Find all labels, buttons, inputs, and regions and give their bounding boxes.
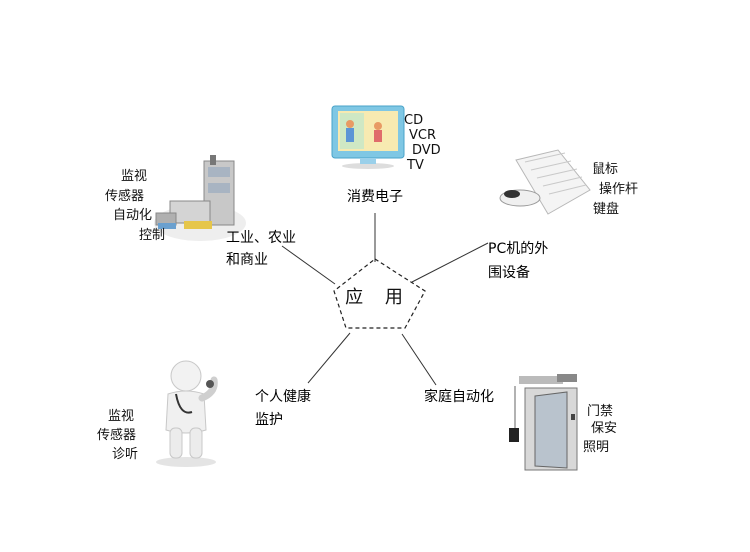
industry-item-automation: 自动化 — [113, 208, 153, 223]
pc-item-mouse: 鼠标 — [592, 162, 619, 177]
line-pc — [411, 242, 489, 283]
pc-item-joystick: 操作杆 — [599, 182, 639, 197]
home-item-access: 门禁 — [587, 404, 614, 419]
health-title-line1: 个人健康 — [255, 389, 311, 405]
industry-item-monitor: 监视 — [121, 169, 148, 184]
consumer-item-vcr: VCR — [409, 128, 437, 143]
line-industry — [281, 245, 336, 285]
consumer-item-cd: CD — [404, 113, 424, 128]
pc-item-keyboard: 键盘 — [593, 202, 620, 217]
industry-title-line2: 和商业 — [226, 252, 268, 268]
factory-image — [150, 155, 246, 245]
center-pentagon — [333, 258, 426, 329]
consumer-item-dvd: DVD — [412, 143, 441, 158]
industry-title-line1: 工业、农业 — [226, 230, 296, 246]
home-item-security: 保安 — [591, 421, 618, 436]
doctor-figure-image — [146, 356, 226, 468]
industry-item-control: 控制 — [139, 228, 166, 243]
industry-item-sensor: 传感器 — [105, 189, 145, 204]
line-health — [307, 332, 351, 384]
home-title: 家庭自动化 — [424, 389, 494, 405]
center-label: 应 用 — [345, 287, 411, 308]
consumer-title: 消费电子 — [347, 189, 403, 205]
consumer-item-tv: TV — [407, 158, 424, 173]
health-item-auscultation: 诊听 — [112, 447, 139, 462]
pc-title-line1: PC机的外 — [488, 241, 549, 257]
keyboard-mouse-image — [498, 148, 593, 220]
home-item-lighting: 照明 — [583, 440, 610, 455]
health-item-monitor: 监视 — [108, 409, 135, 424]
health-title-line2: 监护 — [255, 412, 283, 428]
line-home — [401, 333, 437, 386]
monitor-image — [330, 104, 406, 170]
pc-title-line2: 围设备 — [488, 265, 530, 281]
health-item-sensor: 传感器 — [97, 428, 137, 443]
door-access-image — [495, 374, 587, 474]
